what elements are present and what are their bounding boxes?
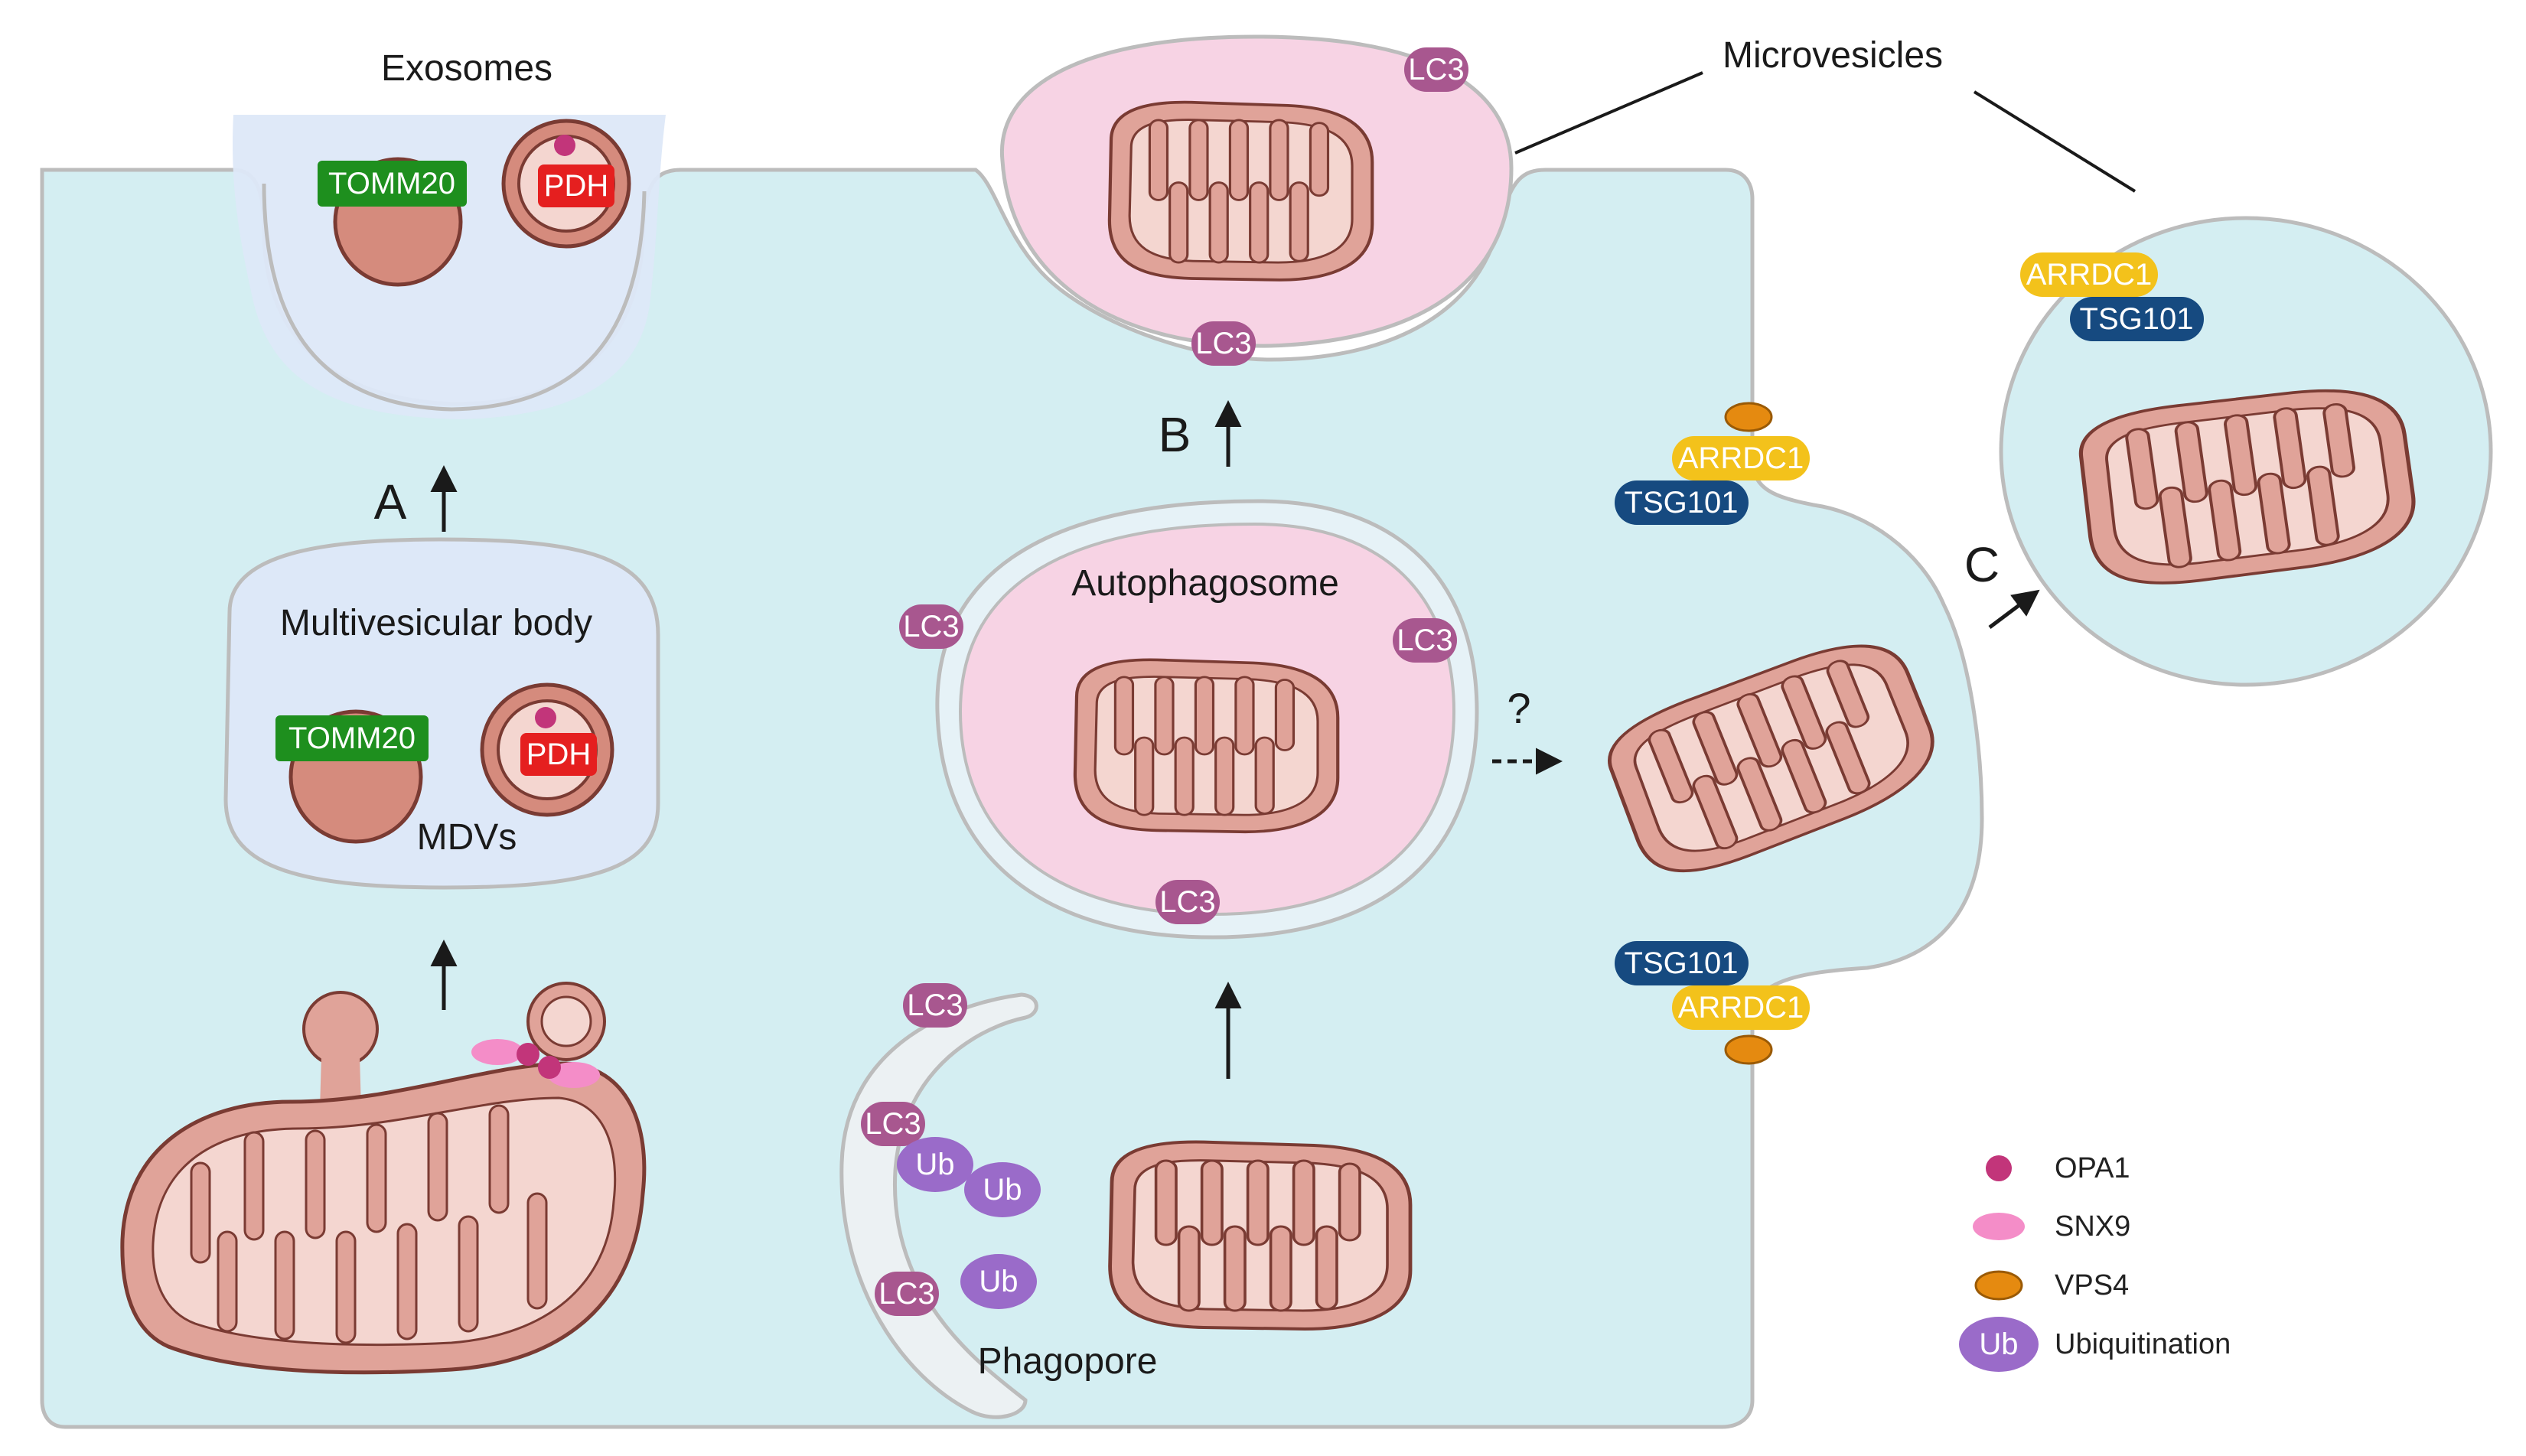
- lc3-tag-text: LC3: [907, 989, 963, 1022]
- tsg101-tag: [1615, 941, 1749, 985]
- route-c-arrow: [1988, 589, 2040, 629]
- phagopore-label: Phagopore: [978, 1341, 1158, 1382]
- route-c-label: C: [1964, 537, 2000, 592]
- opa1-marker: [517, 1043, 539, 1066]
- opa1-marker: [538, 1056, 561, 1079]
- lc3-tag-text: LC3: [1408, 53, 1464, 86]
- arrdc1-tag: [2020, 252, 2158, 297]
- unknown-pathway-label: ?: [1507, 684, 1530, 732]
- legend-label: OPA1: [2055, 1152, 2130, 1184]
- microvesicles-leader-left: [1514, 71, 1703, 155]
- lc3-tag: [903, 983, 967, 1028]
- lc3-tag-text: LC3: [1397, 624, 1452, 657]
- snx9-marker: [548, 1062, 600, 1088]
- ub-tag: [897, 1137, 973, 1192]
- snx9-marker: [471, 1039, 523, 1065]
- ub-tag-text: Ub: [915, 1148, 954, 1181]
- lc3-tag: [1393, 618, 1457, 663]
- legend-item-opa1: OPA1: [1986, 1152, 2130, 1184]
- vps4-marker: [1724, 402, 1773, 432]
- ub-tag: [964, 1162, 1041, 1217]
- lc3-tag: [861, 1102, 925, 1146]
- opa1-marker: [554, 135, 575, 156]
- legend: OPA1 SNX9 VPS4 Ub Ubiquitination: [1959, 1152, 2231, 1372]
- legend-label: SNX9: [2055, 1210, 2130, 1243]
- tsg101-tag-text: TSG101: [2080, 302, 2194, 336]
- mitochondrion: [1110, 103, 1372, 280]
- pdh-tag: [538, 164, 614, 207]
- autophagosome-label: Autophagosome: [1071, 563, 1339, 604]
- ub-tag-text: Ub: [983, 1173, 1022, 1207]
- budding-mitochondrion: [120, 982, 647, 1375]
- vps4-icon: [1974, 1270, 2023, 1301]
- tomm20-tag-text: TOMM20: [288, 721, 416, 755]
- arrdc1-tag-text: ARRDC1: [1678, 441, 1804, 475]
- pdh-tag-text: PDH: [526, 738, 591, 771]
- tsg101-tag: [2070, 297, 2204, 341]
- tomm20-tag: [318, 161, 467, 207]
- mdvs-label: MDVs: [417, 817, 517, 858]
- mitochondrion: [1075, 660, 1338, 832]
- exosome-pocket-rim: [262, 183, 647, 412]
- microvesicles-label: Microvesicles: [1723, 35, 1943, 76]
- lc3-tag: [899, 604, 963, 649]
- vps4-marker: [1724, 1034, 1773, 1065]
- lc3-tag: [1191, 321, 1256, 366]
- snx9-icon: [1973, 1213, 2025, 1240]
- legend-item-vps4: VPS4: [1974, 1269, 2129, 1301]
- route-b-label: B: [1159, 407, 1191, 462]
- arrdc1-tag-text: ARRDC1: [2026, 258, 2152, 292]
- ub-icon-text: Ub: [1979, 1327, 2018, 1361]
- ub-tag-text: Ub: [979, 1265, 1018, 1298]
- tomm20-tag: [275, 715, 429, 761]
- arrdc1-tag-text: ARRDC1: [1678, 991, 1804, 1024]
- tsg101-tag: [1615, 480, 1749, 525]
- exosomes-label: Exosomes: [381, 48, 552, 89]
- tomm20-tag-text: TOMM20: [328, 167, 455, 200]
- lc3-tag-text: LC3: [1159, 885, 1215, 919]
- microvesicles-leader-right: [1973, 90, 2137, 193]
- lc3-tag-text: LC3: [1195, 327, 1251, 360]
- multivesicular-body-label: Multivesicular body: [280, 603, 592, 643]
- lc3-tag: [1155, 880, 1220, 924]
- ub-tag: [960, 1254, 1037, 1309]
- pdh-tag: [520, 733, 597, 776]
- legend-item-ubiquitination: Ub Ubiquitination: [1959, 1317, 2231, 1372]
- lc3-tag-text: LC3: [878, 1277, 934, 1311]
- legend-item-snx9: SNX9: [1973, 1210, 2130, 1243]
- legend-label: Ubiquitination: [2055, 1328, 2231, 1360]
- opa1-marker: [535, 707, 556, 728]
- legend-label: VPS4: [2055, 1269, 2129, 1301]
- arrdc1-tag: [1672, 436, 1810, 480]
- opa1-icon: [1986, 1155, 2012, 1181]
- lc3-tag-text: LC3: [903, 610, 959, 643]
- tsg101-tag-text: TSG101: [1625, 486, 1739, 520]
- route-a-label: A: [374, 474, 407, 529]
- lc3-tag-text: LC3: [865, 1107, 921, 1141]
- mitochondrion: [1110, 1142, 1410, 1329]
- ub-icon: [1959, 1317, 2039, 1372]
- pdh-tag-text: PDH: [544, 169, 608, 203]
- lc3-tag: [875, 1272, 939, 1316]
- arrdc1-tag: [1672, 985, 1810, 1030]
- lc3-tag: [1404, 47, 1468, 92]
- tsg101-tag-text: TSG101: [1625, 946, 1739, 980]
